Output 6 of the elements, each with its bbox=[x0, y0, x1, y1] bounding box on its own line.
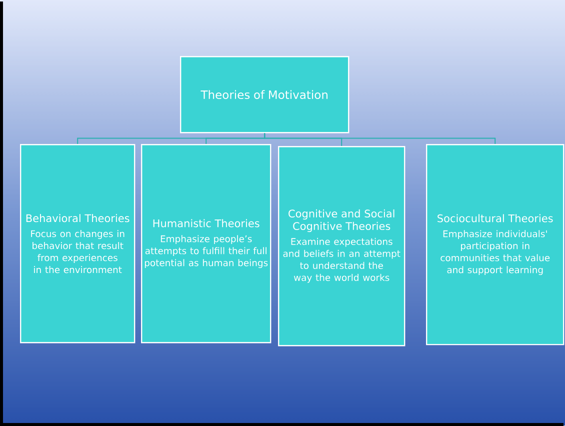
theory-box: Cognitive and Social Cognitive Theories Examine expectations and beliefs in an attempt to understand the way the world works bbox=[278, 146, 406, 346]
connector bbox=[264, 132, 496, 144]
theory-box: Sociocultural Theories Emphasize individuals' participation in communities that value and support learning bbox=[426, 144, 564, 346]
title-box: Theories of Motivation bbox=[180, 56, 350, 134]
theory-box: Behavioral Theories Focus on changes in behavior that result from experiences in the environment bbox=[20, 144, 136, 344]
theory-box: Humanistic Theories Emphasize people’s attempts to fulfill their full potential as human beings bbox=[141, 144, 272, 344]
